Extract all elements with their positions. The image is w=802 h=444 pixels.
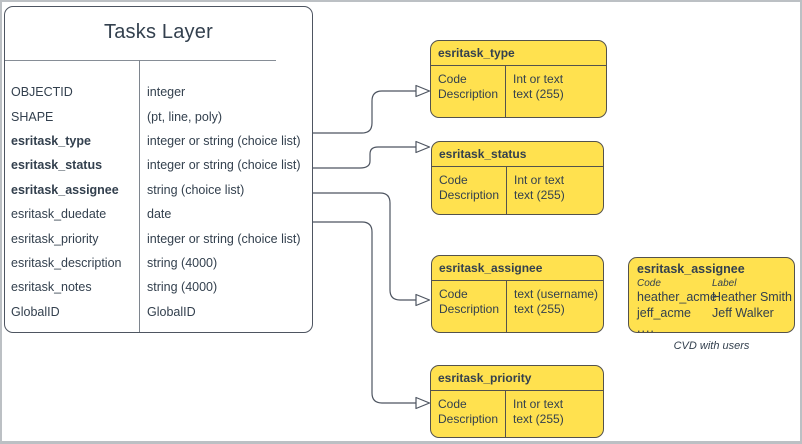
field-type: string (4000) (147, 255, 218, 270)
cvd-user-row: heather_acme Heather Smith (637, 290, 794, 306)
field-name: GlobalID (11, 304, 60, 319)
field-name: esritask_assignee (11, 182, 119, 197)
field-type: integer or string (choice list) (147, 133, 301, 148)
domain-cell: text (username) (514, 287, 599, 301)
entity-title: Tasks Layer (104, 20, 213, 43)
field-row: esritask_priority integer or string (cho… (5, 226, 312, 250)
field-name: OBJECTID (11, 85, 73, 100)
cvd-user-row: jeff_acme Jeff Walker (637, 306, 794, 322)
field-row: esritask_assignee string (choice list) (5, 178, 312, 202)
domain-cell: Code (438, 397, 467, 411)
field-type: integer or string (choice list) (147, 158, 301, 173)
cvd-caption: CVD with users (673, 340, 750, 352)
field-row: SHAPE (pt, line, poly) (5, 104, 312, 128)
domain-cell: Int or text (513, 72, 564, 86)
field-name: SHAPE (11, 109, 54, 124)
connector-esritask-status (313, 146, 416, 169)
cvd-user-label: Heather Smith (712, 290, 792, 304)
domain-cell: Code (438, 72, 467, 86)
domain-title: esritask_status (439, 147, 527, 161)
column-divider (505, 390, 506, 437)
title-divider (5, 60, 276, 61)
domain-box-esritask-priority: esritask_priority Code Description Int o… (430, 365, 604, 438)
header-divider (432, 280, 603, 281)
field-name: esritask_priority (11, 231, 99, 246)
field-list: OBJECTID integer SHAPE (pt, line, poly) … (5, 80, 312, 324)
domain-cell: Description (438, 412, 499, 426)
domain-cell: Int or text (514, 173, 565, 187)
domain-cell: text (255) (513, 412, 564, 426)
field-type: integer or string (choice list) (147, 231, 301, 246)
domain-title: esritask_type (438, 46, 515, 60)
field-row: GlobalID GlobalID (5, 300, 312, 324)
field-type: (pt, line, poly) (147, 109, 223, 124)
domain-cell: text (255) (514, 188, 565, 202)
field-row: esritask_type integer or string (choice … (5, 129, 312, 153)
cvd-title: esritask_assignee (637, 262, 745, 276)
cvd-column-headers: Code Label (637, 277, 794, 290)
header-divider (431, 390, 603, 391)
column-divider (506, 280, 507, 332)
field-name: esritask_type (11, 133, 91, 148)
field-type: date (147, 207, 172, 222)
domain-body: Code Description Int or text text (255) (432, 166, 603, 214)
domain-cell: text (255) (514, 302, 565, 316)
domain-body: Code Description Int or text text (255) (431, 390, 603, 437)
cvd-user-label: Jeff Walker (712, 305, 774, 320)
cvd-col-header-code: Code (637, 278, 661, 289)
field-row: esritask_description string (4000) (5, 251, 312, 275)
open-arrowhead-icon (415, 396, 431, 410)
domain-box-esritask-assignee: esritask_assignee Code Description text … (431, 255, 604, 333)
field-name: esritask_notes (11, 280, 92, 295)
domain-title: esritask_priority (438, 371, 532, 385)
domain-title: esritask_assignee (439, 261, 543, 275)
field-row: OBJECTID integer (5, 80, 312, 104)
field-name: esritask_status (11, 158, 103, 173)
field-type: integer (147, 85, 186, 100)
entity-column-divider (139, 60, 140, 332)
field-type: string (4000) (147, 280, 218, 295)
header-divider (431, 65, 606, 66)
cvd-users-box: esritask_assignee Code Label heather_acm… (628, 257, 795, 333)
column-divider (506, 166, 507, 214)
tasks-layer-entity: Tasks Layer OBJECTID integer SHAPE (pt, … (4, 6, 313, 333)
open-arrowhead-icon (415, 84, 431, 98)
domain-cell: text (255) (513, 87, 564, 101)
domain-cell: Int or text (513, 397, 564, 411)
domain-cell: Description (439, 188, 500, 202)
field-type: GlobalID (147, 304, 196, 319)
field-name: esritask_duedate (11, 207, 107, 222)
header-divider (432, 166, 603, 167)
domain-cell: Description (439, 302, 500, 316)
open-arrowhead-icon (415, 140, 431, 154)
connector-esritask-assignee (313, 192, 416, 301)
domain-body: Code Description text (username) text (2… (432, 280, 603, 332)
domain-cell: Description (438, 87, 499, 101)
field-row: esritask_notes string (4000) (5, 275, 312, 299)
cvd-ellipsis: .... (637, 321, 655, 333)
domain-body: Code Description Int or text text (255) (431, 65, 606, 117)
field-name: esritask_description (11, 255, 122, 270)
field-type: string (choice list) (147, 182, 245, 197)
field-row: esritask_status integer or string (choic… (5, 153, 312, 177)
column-divider (505, 65, 506, 117)
cvd-col-header-label: Label (712, 278, 737, 289)
domain-cell: Code (439, 287, 468, 301)
domain-cell: Code (439, 173, 468, 187)
domain-box-esritask-type: esritask_type Code Description Int or te… (430, 40, 607, 118)
connector-esritask-type (313, 90, 416, 134)
cvd-user-code: heather_acme (637, 290, 717, 304)
connector-esritask-priority (313, 221, 416, 404)
cvd-user-code: jeff_acme (637, 305, 691, 320)
field-row: esritask_duedate date (5, 202, 312, 226)
domain-box-esritask-status: esritask_status Code Description Int or … (431, 141, 604, 215)
open-arrowhead-icon (415, 293, 431, 307)
